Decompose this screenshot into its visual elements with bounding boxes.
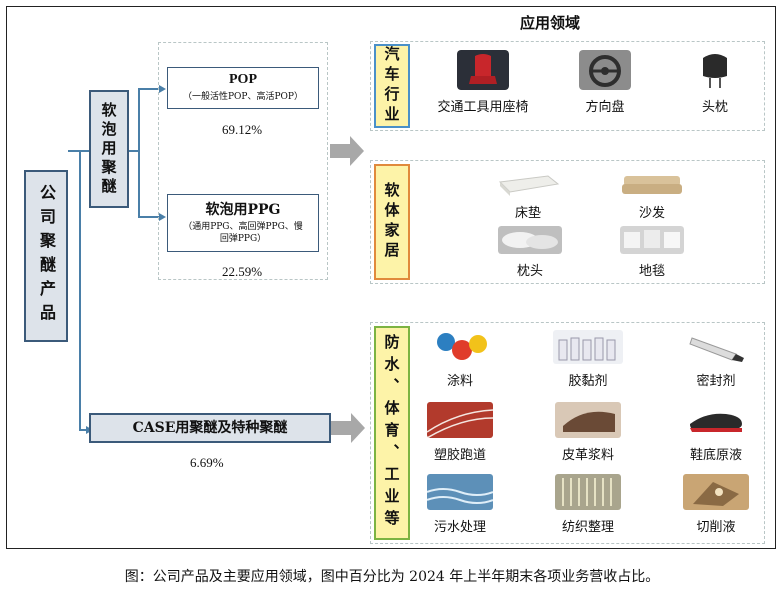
- carpet-icon: [620, 226, 684, 254]
- product-group-frame: [158, 42, 328, 280]
- category-furniture: 软体家居: [374, 164, 410, 280]
- item-leather-slurry: 皮革浆料: [548, 402, 628, 463]
- item-label: 胶黏剂: [568, 374, 608, 389]
- pop-percentage: 69.12%: [222, 122, 263, 137]
- application-header: 应用领域: [520, 14, 581, 32]
- item-label: 污水处理: [433, 520, 486, 535]
- category-auto-label: 汽车行业: [382, 46, 401, 126]
- cutting-fluid-icon: [683, 474, 749, 510]
- item-carpet: 地毯: [616, 226, 688, 279]
- mattress-icon: [498, 175, 560, 196]
- item-label: 塑胶跑道: [433, 448, 486, 463]
- pop-title: POP: [229, 72, 257, 87]
- item-label: 纺织整理: [561, 520, 614, 535]
- item-vehicle-seat: 交通工具用座椅: [428, 50, 538, 115]
- item-cutting-fluid: 切削液: [676, 474, 756, 535]
- item-label: 地毯: [638, 264, 665, 279]
- item-sole-liquid: 鞋底原液: [676, 402, 756, 463]
- category-industry: 防水、体育、工业等: [374, 326, 410, 540]
- flow-arrow-case: [331, 413, 365, 443]
- item-label: 交通工具用座椅: [437, 100, 529, 115]
- ppg-subtitle: （通用PPG、高回弹PPG、慢回弹PPG）: [183, 222, 303, 244]
- item-label: 皮革浆料: [561, 448, 614, 463]
- ppg-box: 软泡用PPG （通用PPG、高回弹PPG、慢回弹PPG）: [167, 194, 319, 252]
- running-track-icon: [427, 402, 493, 438]
- item-label: 沙发: [638, 206, 665, 221]
- connector: [138, 88, 140, 218]
- item-mattress: 床垫: [488, 172, 568, 221]
- item-label: 头枕: [701, 100, 728, 115]
- item-label: 涂料: [446, 374, 473, 389]
- car-seat-icon: [457, 50, 509, 90]
- headrest-icon: [703, 54, 727, 88]
- steering-wheel-icon: [579, 50, 631, 90]
- root-product-label: 公司聚醚产品: [37, 184, 56, 328]
- leather-icon: [555, 402, 621, 438]
- connector: [138, 88, 160, 90]
- soft-foam-label: 软泡用聚醚: [99, 101, 118, 197]
- item-label: 切削液: [696, 520, 736, 535]
- arrow-head: [159, 85, 166, 93]
- item-adhesive: 胶黏剂: [548, 330, 628, 389]
- item-steering-wheel: 方向盘: [565, 50, 645, 115]
- paint-cans-icon: [437, 333, 487, 360]
- pillow-icon: [498, 226, 562, 254]
- connector: [79, 150, 89, 152]
- item-sewage-treatment: 污水处理: [420, 474, 500, 535]
- diagram-frame: [6, 6, 776, 549]
- item-sealant: 密封剂: [676, 330, 756, 389]
- connector: [129, 150, 139, 152]
- connector: [138, 216, 160, 218]
- arrow-head: [159, 213, 166, 221]
- item-coating: 涂料: [420, 330, 500, 389]
- ppg-percentage: 22.59%: [222, 264, 263, 279]
- category-auto: 汽车行业: [374, 44, 410, 128]
- sealant-tube-icon: [689, 337, 744, 362]
- case-title: CASE用聚醚及特种聚醚: [132, 420, 288, 436]
- figure-caption: 图：公司产品及主要应用领域，图中百分比为 2024 年上半年期末各项业务营收占比…: [124, 569, 660, 585]
- sofa-icon: [622, 176, 682, 194]
- item-textile-finishing: 纺织整理: [548, 474, 628, 535]
- category-furniture-label: 软体家居: [382, 182, 401, 262]
- furniture-group-frame: [370, 160, 765, 284]
- pop-box: POP （一般活性POP、高活POP）: [167, 67, 319, 109]
- item-label: 方向盘: [585, 100, 625, 115]
- connector: [79, 429, 87, 431]
- item-sofa: 沙发: [612, 172, 692, 221]
- root-product-box: 公司聚醚产品: [24, 170, 68, 342]
- connector: [68, 150, 80, 152]
- item-label: 鞋底原液: [689, 448, 742, 463]
- water-treatment-icon: [427, 474, 493, 510]
- case-box: CASE用聚醚及特种聚醚: [89, 413, 331, 443]
- flow-arrow-soft-foam: [330, 136, 364, 166]
- item-headrest: 头枕: [680, 50, 750, 115]
- auto-group-frame: [370, 41, 765, 131]
- item-label: 密封剂: [696, 374, 736, 389]
- item-label: 床垫: [514, 206, 541, 221]
- connector: [79, 150, 81, 430]
- case-percentage: 6.69%: [190, 455, 224, 470]
- ppg-title: 软泡用PPG: [205, 202, 281, 218]
- industry-group-frame: [370, 322, 765, 544]
- item-pillow: 枕头: [498, 226, 562, 279]
- adhesive-bottles-icon: [553, 330, 623, 364]
- category-industry-label: 防水、体育、工业等: [382, 334, 401, 532]
- item-running-track: 塑胶跑道: [420, 402, 500, 463]
- shoe-sole-icon: [690, 413, 742, 432]
- soft-foam-box: 软泡用聚醚: [89, 90, 129, 208]
- textile-machine-icon: [555, 474, 621, 510]
- item-label: 枕头: [516, 264, 543, 279]
- pop-subtitle: （一般活性POP、高活POP）: [183, 92, 303, 102]
